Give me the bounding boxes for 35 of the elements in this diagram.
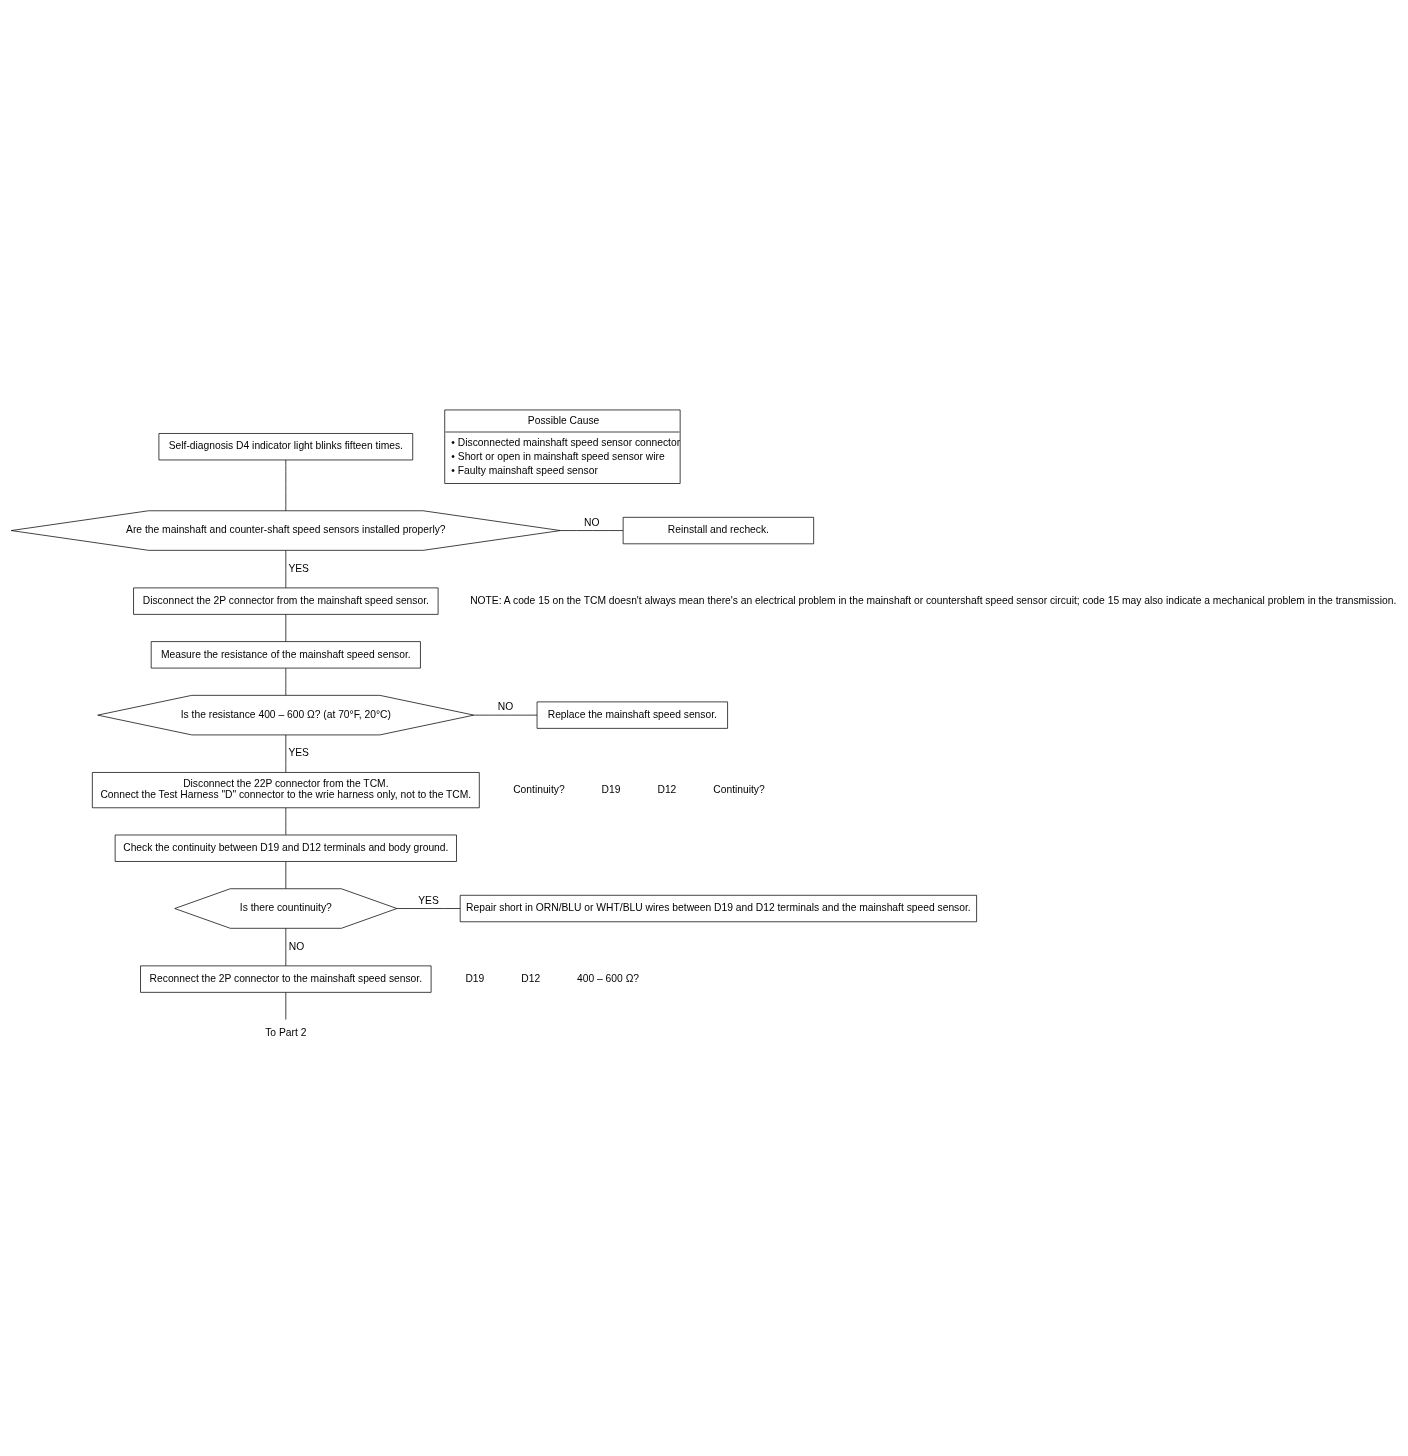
connector [285, 667, 287, 696]
connector [285, 927, 287, 967]
label: D19 [465, 972, 485, 984]
connector [285, 992, 287, 1020]
label: 400 – 600 Ω? [577, 972, 640, 984]
connector [560, 530, 624, 531]
edge-label: NO [497, 701, 514, 713]
connector [285, 550, 287, 589]
node-box: Self-diagnosis D4 indicator light blinks fifteen times. [158, 433, 414, 461]
connector [285, 459, 287, 512]
connector [396, 908, 461, 909]
connector [285, 614, 287, 642]
label: D12 [657, 783, 677, 795]
edge-label: YES [418, 894, 439, 906]
label: NOTE: A code 15 on the TCM doesn't always mean there's an electrical problem in the mainshaft or countershaft speed sensor circuit; code 15 may also indicate a mechanical problem in the transmission. [470, 594, 1397, 606]
label: D19 [601, 783, 621, 795]
node-box: Measure the resistance of the mainshaft speed sensor. [150, 641, 421, 669]
node-box: Replace the mainshaft speed sensor. [536, 701, 728, 729]
edge-label: YES [288, 747, 309, 759]
node-box: Disconnect the 2P connector from the mainshaft speed sensor. [133, 587, 439, 615]
node-box: Disconnect the 22P connector from the TCM. Connect the Test Harness "D" connector to the wrie harness only, not to the TCM. [91, 772, 480, 809]
edge-label: NO [288, 940, 305, 952]
connector [473, 714, 538, 716]
edge-label: NO [584, 516, 600, 528]
node-box: Reinstall and recheck. [622, 516, 815, 545]
connector [285, 734, 287, 773]
label: Continuity? [513, 783, 565, 795]
connector [285, 861, 287, 889]
node-box: Check the continuity between D19 and D12 terminals and body ground. [114, 834, 457, 862]
edge-label: YES [288, 562, 309, 574]
node-box: Repair short in ORN/BLU or WHT/BLU wires between D19 and D12 terminals and the mainshaft speed sensor. [459, 894, 977, 923]
label: Continuity? [713, 783, 765, 795]
node-box: Reconnect the 2P connector to the mainshaft speed sensor. [140, 965, 432, 993]
node-text: To Part 2 [265, 1026, 307, 1038]
label: D12 [521, 972, 541, 984]
